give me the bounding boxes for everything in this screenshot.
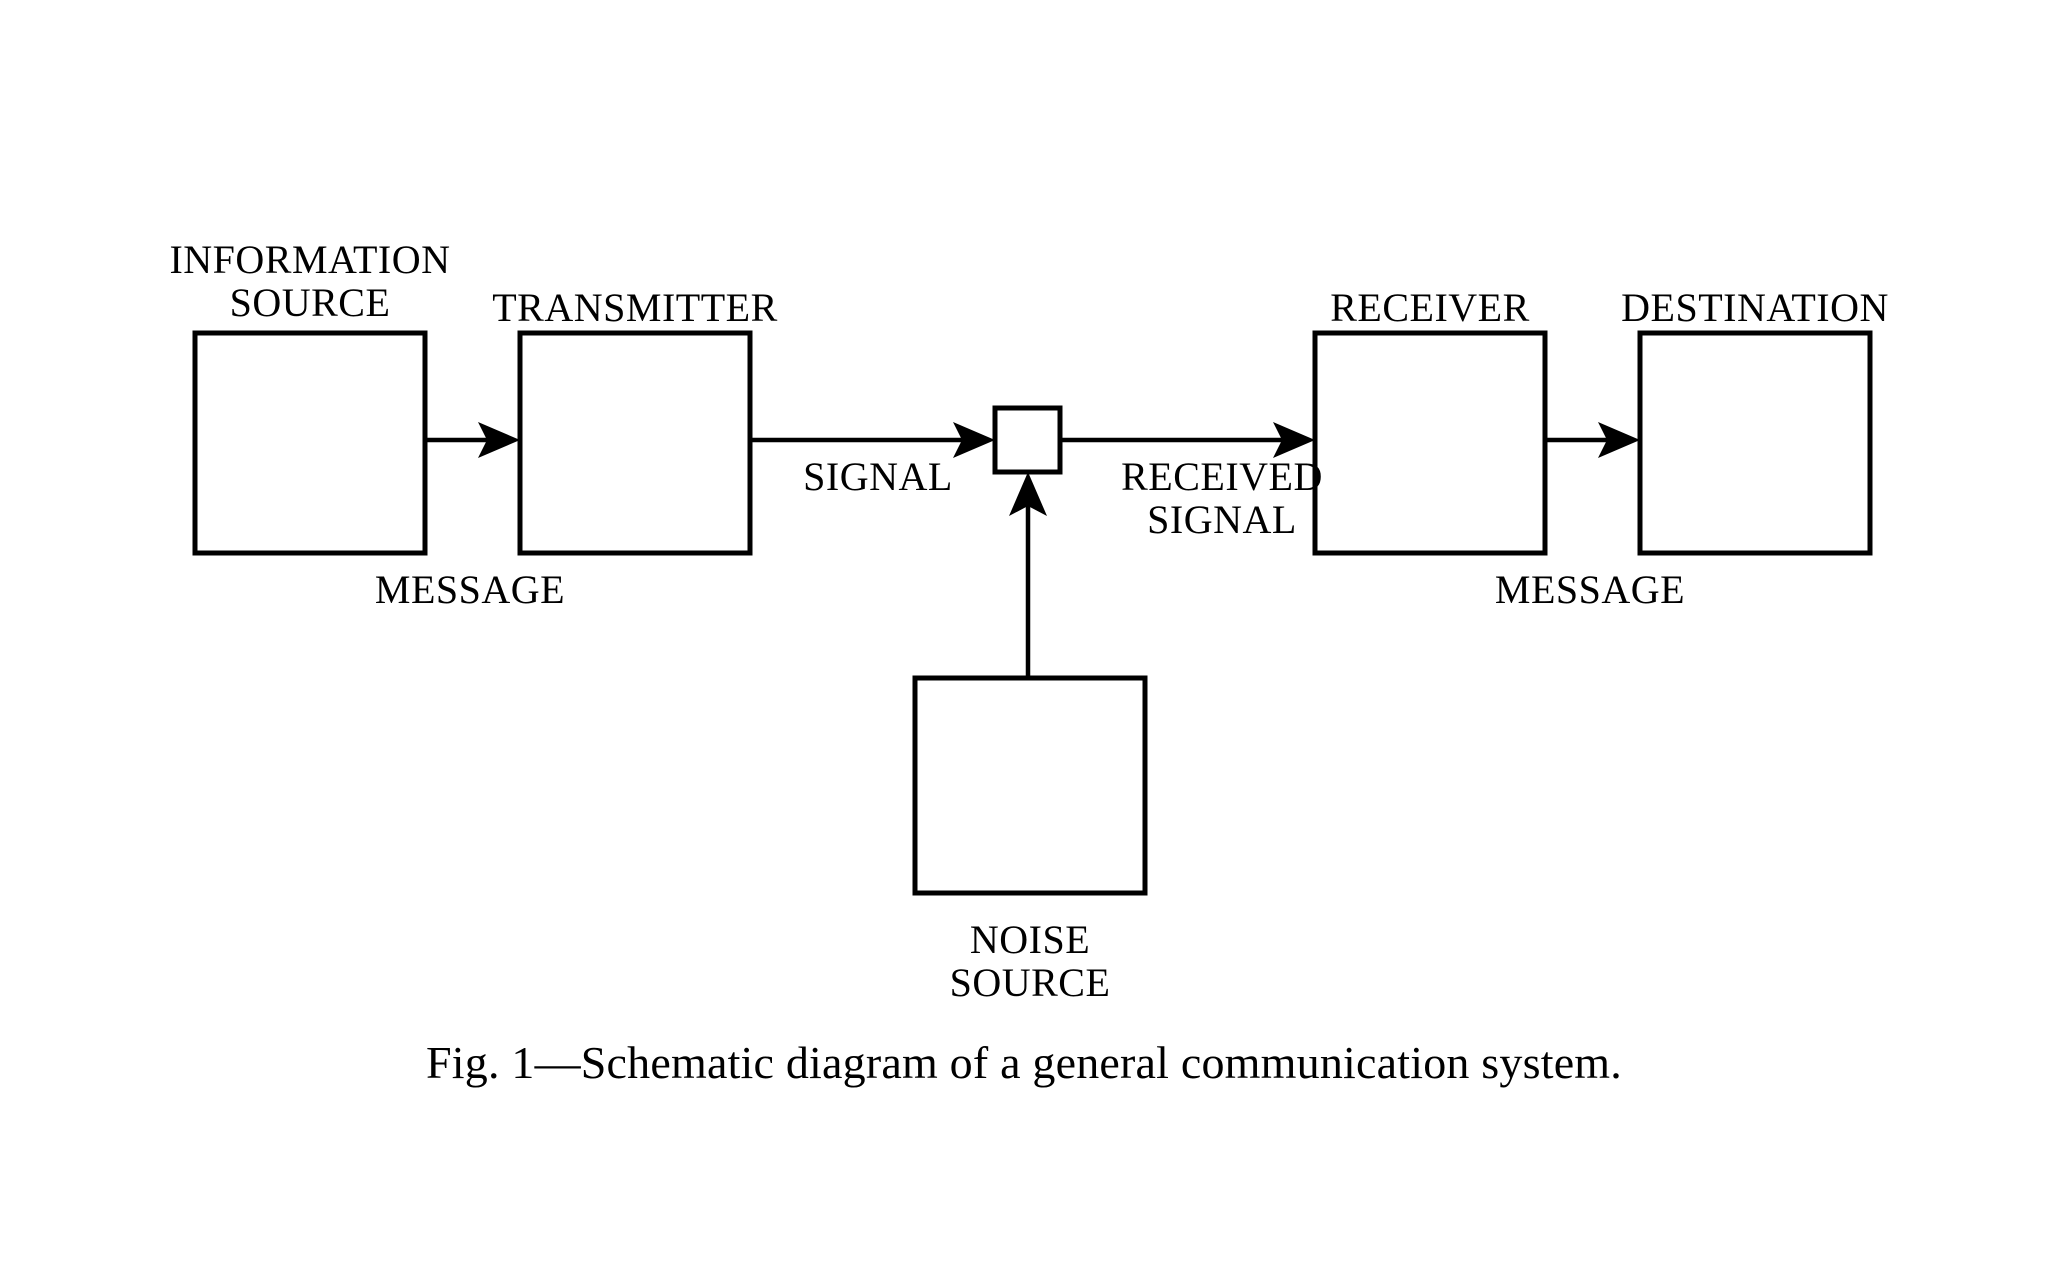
transmitter-label: TRANSMITTER bbox=[492, 286, 778, 329]
information-source-box bbox=[192, 330, 428, 556]
transmitter-label-line1: TRANSMITTER bbox=[492, 285, 778, 330]
destination-box bbox=[1637, 330, 1873, 556]
information-source-label-line1: INFORMATION bbox=[169, 237, 451, 282]
receiver-box bbox=[1312, 330, 1548, 556]
information-source-label-line2: SOURCE bbox=[229, 280, 391, 326]
receiver-label-line1: RECEIVER bbox=[1330, 285, 1530, 330]
channel-adder-box bbox=[992, 405, 1063, 475]
received-signal-label-line2: SIGNAL bbox=[1147, 497, 1297, 543]
receiver-label: RECEIVER bbox=[1330, 286, 1530, 329]
arrow-head-transmitter-to-channel bbox=[953, 422, 995, 458]
destination-label: DESTINATION bbox=[1621, 286, 1889, 329]
arrow-head-noise-to-channel bbox=[1009, 472, 1047, 516]
arrow-head-receiver-to-destination bbox=[1598, 422, 1640, 458]
arrow-head-source-to-transmitter bbox=[478, 422, 520, 458]
arrow-head-channel-to-receiver bbox=[1273, 422, 1315, 458]
noise-source-label-line2: SOURCE bbox=[949, 960, 1111, 1006]
destination-label-line1: DESTINATION bbox=[1621, 285, 1889, 330]
message-label-right: MESSAGE bbox=[1494, 567, 1686, 612]
figure-caption: Fig. 1—Schematic diagram of a general co… bbox=[426, 1037, 1622, 1088]
transmitter-box bbox=[517, 330, 753, 556]
noise-source-box bbox=[912, 675, 1148, 896]
signal-label: SIGNAL bbox=[803, 454, 953, 499]
received-signal-label-line1: RECEIVED bbox=[1121, 454, 1323, 499]
noise-source-label: NOISE SOURCE bbox=[949, 917, 1111, 1006]
information-source-label: INFORMATION SOURCE bbox=[169, 237, 451, 326]
received-signal-label: RECEIVED SIGNAL bbox=[1121, 454, 1323, 543]
noise-source-label-line1: NOISE bbox=[969, 917, 1091, 962]
message-label-left: MESSAGE bbox=[374, 567, 566, 612]
